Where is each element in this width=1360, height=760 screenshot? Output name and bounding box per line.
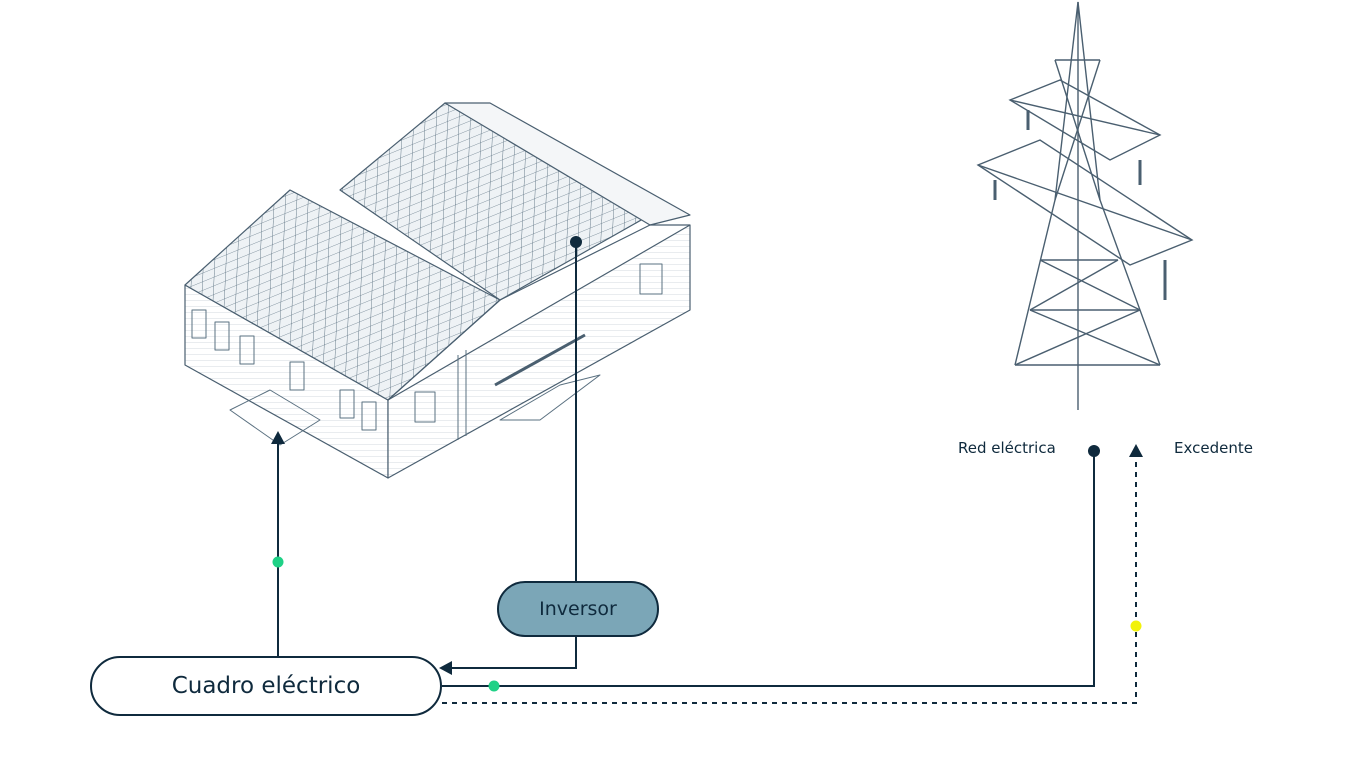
surplus-arrowhead — [1129, 444, 1143, 457]
connectors — [277, 242, 1137, 704]
building-with-solar-panels-illustration — [184, 102, 691, 479]
surplus-legend-label: Excedente — [1174, 439, 1253, 457]
grid-connection-dot — [1088, 445, 1100, 457]
grid-line — [442, 451, 1095, 687]
grid-legend-label: Red eléctrica — [958, 439, 1056, 457]
electrical-panel-node: Cuadro eléctrico — [90, 656, 442, 716]
electrical-panel-label: Cuadro eléctrico — [171, 673, 361, 699]
surplus-line — [442, 458, 1137, 704]
inverter-to-panel-line — [450, 637, 577, 669]
building-arrowhead — [271, 431, 285, 444]
green-flow-dot — [488, 680, 500, 692]
green-flow-dot — [272, 556, 284, 568]
inverter-node: Inversor — [497, 581, 659, 637]
yellow-flow-dot — [1130, 620, 1142, 632]
panel-arrowhead — [439, 661, 452, 675]
inverter-label: Inversor — [539, 598, 617, 620]
power-tower-illustration — [976, 1, 1194, 410]
solar-connection-dot — [570, 236, 582, 248]
